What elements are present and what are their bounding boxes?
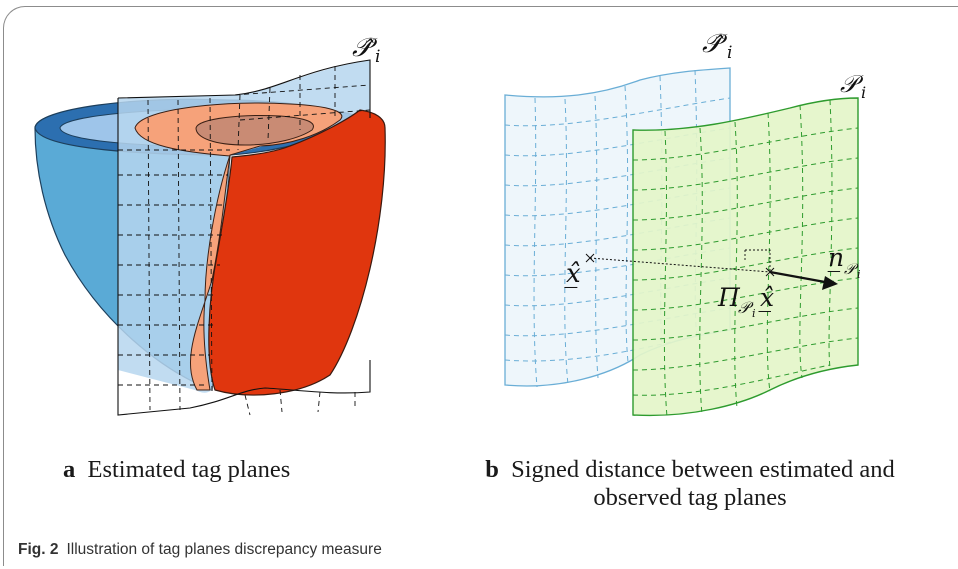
heart-inner-cavity bbox=[195, 115, 314, 146]
panel-b-letter: b bbox=[485, 456, 499, 483]
panel-b-title-line1: Signed distance between estimated and bbox=[511, 456, 895, 483]
observed-plane-subscript: i bbox=[861, 83, 866, 102]
panel-a-title: Estimated tag planes bbox=[87, 456, 291, 483]
panel-b-caption: b Signed distance between estimated and … bbox=[430, 456, 950, 512]
figure-caption-text: Illustration of tag planes discrepancy m… bbox=[66, 541, 382, 558]
panel-a-drawing: 𝒫̂ i bbox=[34, 33, 386, 416]
heart-salmon-layer bbox=[134, 102, 343, 391]
heart-plane-grid bbox=[118, 66, 371, 416]
projection-label-point: x̲̂ bbox=[758, 283, 774, 312]
panel-b-title-line2: observed tag planes bbox=[593, 484, 787, 511]
normal-arrowhead bbox=[822, 276, 838, 290]
normal-label-plane-sub: i bbox=[857, 268, 861, 281]
heart-tag-plane-outline bbox=[117, 59, 371, 416]
figure-caption: Fig. 2 Illustration of tag planes discrep… bbox=[18, 541, 382, 559]
estimated-plane-subscript: i bbox=[727, 43, 732, 63]
panel-a-plane-subscript: i bbox=[375, 47, 380, 67]
panel-b-drawing: 𝒫̂ i 𝒫 i x̲̂ Π 𝒫 i x̲̂ n̲ 𝒫 i bbox=[504, 29, 866, 418]
point-marker bbox=[585, 253, 595, 263]
point-label: x̲̂ bbox=[564, 259, 581, 289]
panel-a-caption: a Estimated tag planes bbox=[63, 456, 290, 484]
normal-label: n̲ bbox=[827, 243, 844, 272]
observed-plane bbox=[632, 97, 859, 417]
normal-arrow bbox=[769, 270, 826, 284]
figure-caption-label: Fig. 2 bbox=[18, 541, 59, 558]
estimated-plane-label: 𝒫̂ bbox=[702, 29, 728, 59]
panel-a-letter: a bbox=[63, 456, 76, 483]
projection-label: Π bbox=[717, 283, 741, 312]
figure-frame bbox=[3, 6, 958, 566]
projection-guide bbox=[744, 249, 771, 272]
projection-label-plane-sub: i bbox=[752, 307, 756, 320]
